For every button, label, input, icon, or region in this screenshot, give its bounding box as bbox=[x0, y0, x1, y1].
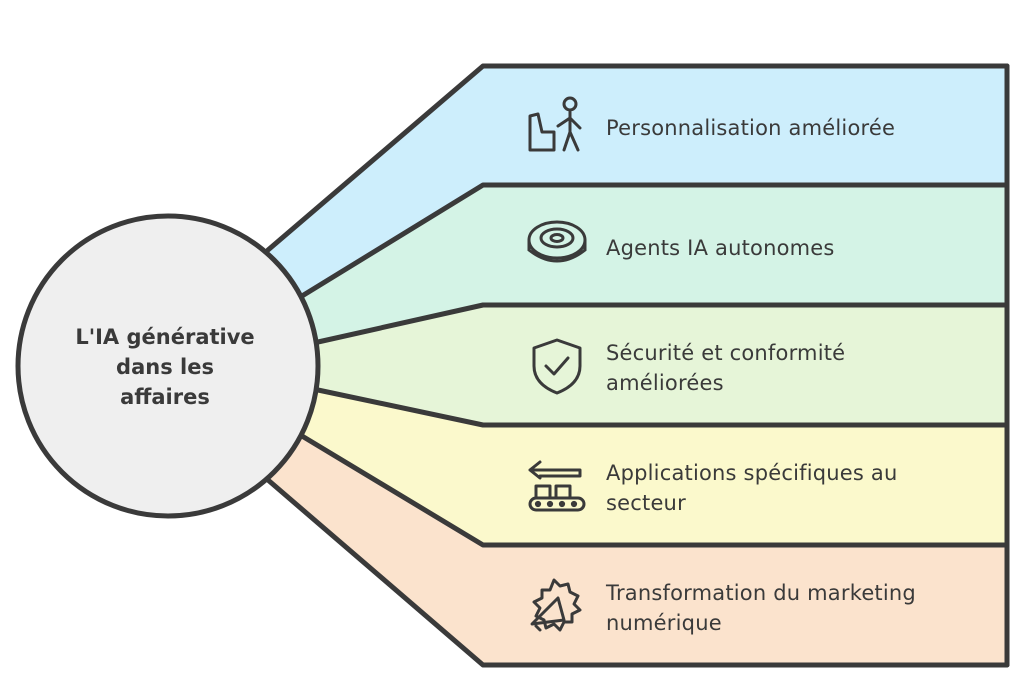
branch-band-4 bbox=[302, 390, 1007, 545]
child-seat-person-icon bbox=[524, 96, 590, 152]
center-title: L'IA générative dans les affaires bbox=[40, 322, 290, 412]
branch-divider-3 bbox=[315, 302, 1010, 345]
center-title-line-3: affaires bbox=[120, 385, 210, 409]
branch-band-1 bbox=[268, 66, 1007, 296]
branch-divider-5 bbox=[299, 433, 1010, 548]
robot-vacuum-icon bbox=[524, 218, 590, 274]
branch-divider-4 bbox=[315, 387, 1010, 428]
branch-divider-1 bbox=[265, 63, 1010, 253]
branch-label-1: Personnalisation améliorée bbox=[606, 116, 896, 140]
center-circle bbox=[15, 213, 321, 519]
branch-label-5: Transformation du marketing numérique bbox=[606, 581, 916, 635]
center-title-line-2: dans les bbox=[116, 355, 214, 379]
branch-label-4: Applications spécifiques au secteur bbox=[606, 461, 898, 515]
branch-divider-2 bbox=[299, 182, 1010, 299]
branch-band-3 bbox=[318, 305, 1007, 425]
branch-divider-6 bbox=[265, 477, 1010, 668]
center-title-line-1: L'IA générative bbox=[75, 325, 255, 349]
branch-band-5 bbox=[268, 436, 1007, 665]
conveyor-arrow-icon bbox=[524, 456, 590, 512]
branch-label-3: Sécurité et conformité améliorées bbox=[606, 341, 846, 395]
shield-check-icon bbox=[524, 338, 590, 395]
branch-label-2: Agents IA autonomes bbox=[606, 236, 835, 260]
megaphone-badge-icon bbox=[524, 576, 590, 632]
